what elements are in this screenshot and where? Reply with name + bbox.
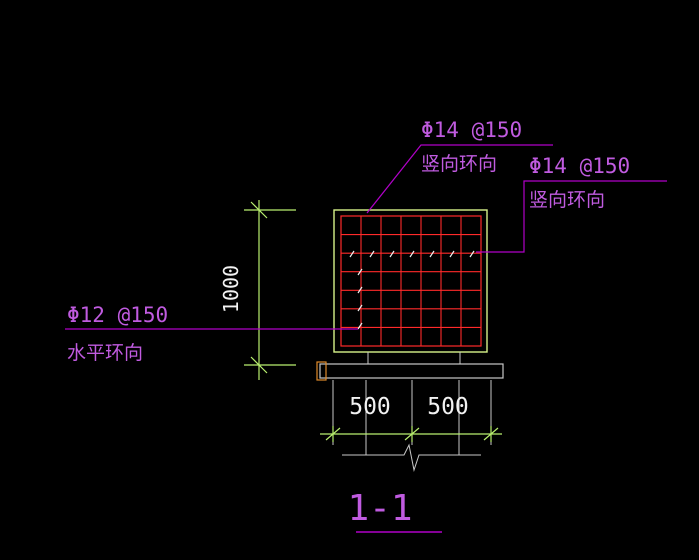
break-line — [342, 443, 481, 472]
footing-base — [319, 363, 504, 379]
leader-line-vertical-2 — [476, 180, 667, 253]
rebar-tick — [409, 250, 415, 258]
rebar-tick — [429, 250, 435, 258]
height-label: 1000 — [219, 265, 243, 313]
horizontal-bar-spec: Φ12 @150 — [67, 303, 168, 327]
footing-end-mark — [316, 361, 327, 381]
leader-line-vertical-1 — [366, 144, 553, 214]
horizontal-bar-desc: 水平环向 — [67, 342, 143, 364]
vertical-bar-1-desc: 竖向环向 — [421, 153, 497, 175]
vertical-bar-1-spec: Φ14 @150 — [421, 118, 522, 142]
rebar-tick — [389, 250, 395, 258]
vertical-bar-2-spec: Φ14 @150 — [529, 154, 630, 178]
rebar-tick — [349, 250, 355, 258]
right-width-label: 500 — [427, 394, 469, 420]
section-label: 1-1 — [347, 488, 412, 529]
rebar-tick — [357, 322, 363, 330]
rebar-tick — [357, 304, 363, 312]
wall-outline — [333, 209, 488, 353]
rebar-grid — [340, 215, 482, 347]
left-width-label: 500 — [349, 394, 391, 420]
vertical-bar-2-desc: 竖向环向 — [529, 189, 605, 211]
rebar-outer — [340, 215, 482, 347]
rebar-tick — [449, 250, 455, 258]
rebar-tick — [357, 286, 363, 294]
rebar-tick — [369, 250, 375, 258]
dimension-tick — [250, 356, 268, 374]
rebar-tick — [357, 268, 363, 276]
rebar-tick — [469, 250, 475, 258]
dimension-tick — [250, 201, 268, 219]
rebar-ticks — [349, 250, 475, 330]
